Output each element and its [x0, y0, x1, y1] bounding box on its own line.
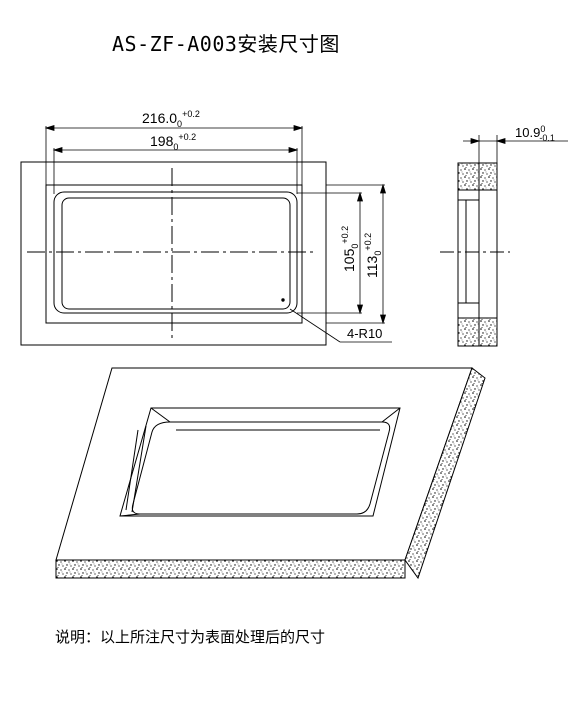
- iso-cutout-outer: [119, 407, 401, 517]
- cutout-inner-edge: [61, 197, 291, 310]
- isometric-view: [55, 367, 486, 580]
- radius-reference-point: [281, 298, 285, 302]
- front-view: [20, 161, 327, 346]
- side-view: [440, 162, 510, 347]
- iso-right-edge: [404, 367, 486, 580]
- dimension-thickness-label: 10.90-0.1: [515, 124, 555, 143]
- dimension-outer-height: [326, 183, 387, 325]
- dimension-outer-height-label: 1130+0.2: [363, 233, 383, 278]
- panel-outline: [45, 184, 303, 324]
- radius-label: 4-R10: [347, 326, 382, 341]
- dimension-inner-height-label: 1050+0.2: [340, 226, 360, 272]
- iso-front-edge: [55, 559, 406, 579]
- dimension-thickness: [463, 135, 568, 163]
- side-view-bottom-section: [457, 317, 498, 347]
- dimension-outer-width: [44, 124, 304, 186]
- drawing-title: AS-ZF-A003安装尺寸图: [112, 32, 340, 56]
- iso-cutout-inner: [131, 421, 391, 515]
- radius-leader: [289, 308, 392, 343]
- dimension-inner-width: [52, 146, 299, 194]
- side-view-top-section: [457, 162, 498, 191]
- dimension-inner-height: [297, 191, 364, 315]
- outer-flange-outline: [20, 161, 327, 346]
- dimension-outer-width-label: 216.00+0.2: [142, 109, 200, 129]
- footnote: 说明：以上所注尺寸为表面处理后的尺寸: [55, 628, 326, 646]
- dimension-inner-width-label: 1980+0.2: [150, 132, 196, 152]
